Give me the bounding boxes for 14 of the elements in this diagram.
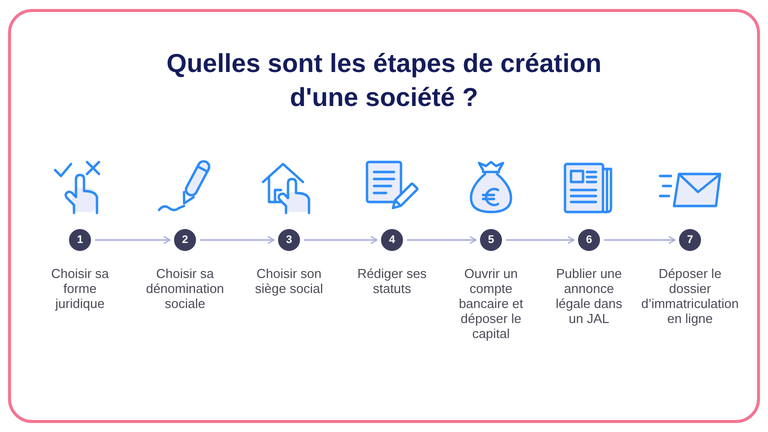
arrow: [95, 236, 171, 244]
step-caption: Publier une annonce légale dans un JAL: [554, 266, 624, 326]
step-caption: Déposer le dossier d’immatriculation en ligne: [640, 266, 740, 326]
arrow: [407, 236, 477, 244]
arrow: [304, 236, 378, 244]
arrow: [200, 236, 275, 244]
arrow: [604, 236, 676, 244]
step-caption: Choisir sa forme juridique: [50, 266, 110, 311]
step-caption: Rédiger ses statuts: [356, 266, 428, 296]
step-caption: Ouvrir un compte bancaire et déposer le capital: [458, 266, 524, 341]
title: Quelles sont les étapes de création d'une société ?: [166, 47, 602, 114]
step-caption: Choisir sa dénomination sociale: [144, 266, 226, 311]
arrow: [506, 236, 575, 244]
step-caption: Choisir son siège social: [254, 266, 324, 296]
